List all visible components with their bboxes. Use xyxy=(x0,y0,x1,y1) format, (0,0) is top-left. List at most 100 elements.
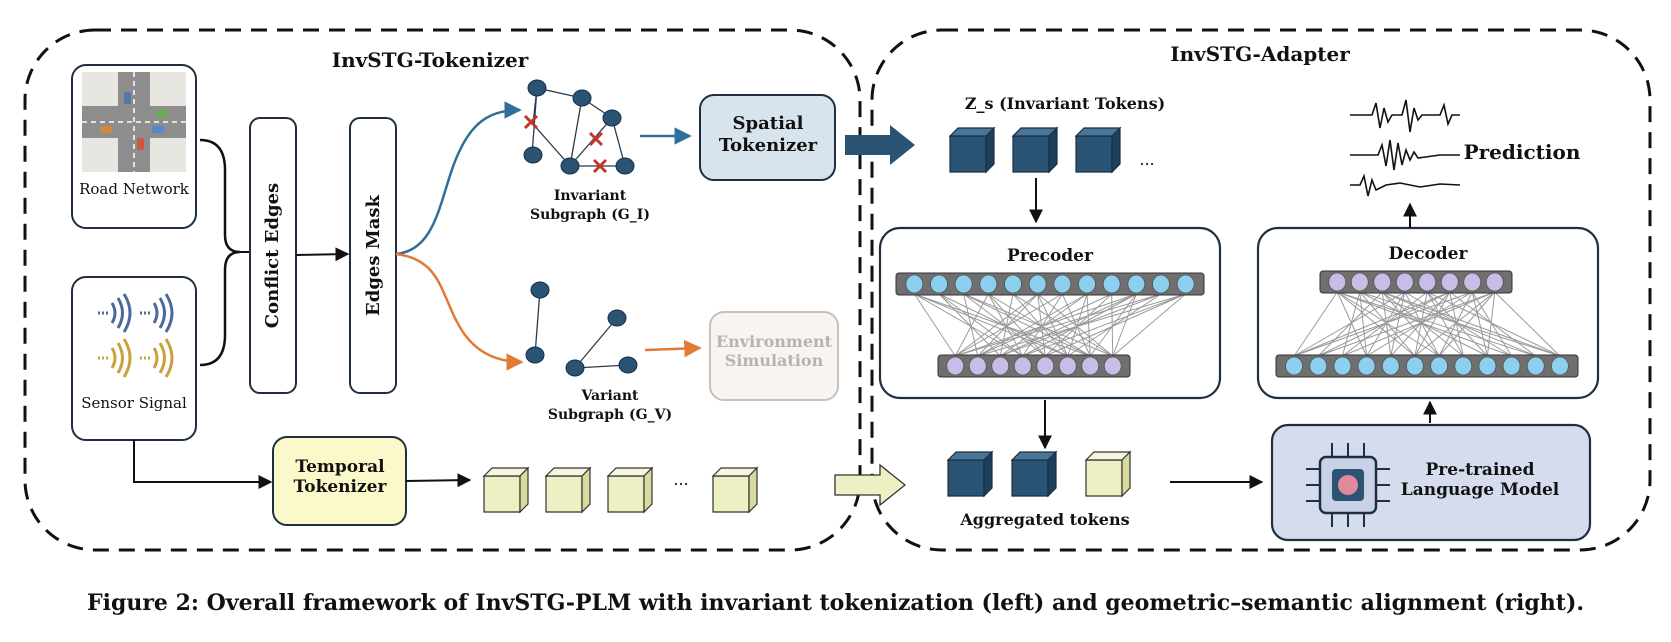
net-layer-bar xyxy=(937,354,1131,378)
net-connection xyxy=(1382,291,1561,357)
net-connection xyxy=(1293,291,1473,357)
net-connection xyxy=(1341,291,1361,357)
net-connection xyxy=(938,293,1024,357)
net-connection xyxy=(1366,291,1406,357)
arrow-temporal-to-cubes xyxy=(405,473,472,488)
road-network-label: Road Network xyxy=(79,180,189,198)
net-connection xyxy=(1044,293,1113,357)
sensor-signal-box xyxy=(71,276,197,441)
sensor-signal-icon xyxy=(98,293,174,378)
aggregated-token-cubes xyxy=(946,450,1132,498)
net-connection xyxy=(1061,293,1091,357)
net-neuron xyxy=(1551,356,1569,376)
net-connection xyxy=(1381,291,1392,357)
net-neuron xyxy=(1328,272,1347,292)
invariant-token-cubes xyxy=(948,126,1122,174)
net-connection xyxy=(963,293,1113,357)
branch-invariant xyxy=(395,101,522,256)
net-connection xyxy=(1381,291,1464,357)
net-connection xyxy=(913,293,956,357)
variant-subgraph-label: Variant xyxy=(581,388,639,404)
net-connection xyxy=(1359,291,1368,357)
net-connection xyxy=(1086,293,1091,357)
net-connection xyxy=(977,293,1186,357)
net-connection xyxy=(954,293,1038,357)
net-connection xyxy=(1426,291,1464,357)
net-connection xyxy=(1318,291,1495,357)
figure-caption: Figure 2: Overall framework of InvSTG-PL… xyxy=(86,590,1585,616)
variant-subgraph xyxy=(534,289,702,369)
spatial-tokenizer-box xyxy=(699,94,836,181)
net-neuron xyxy=(1081,356,1100,376)
net-connection xyxy=(1293,291,1450,357)
precoder-label: Precoder xyxy=(1007,246,1093,266)
net-connection xyxy=(1112,293,1137,357)
net-neuron xyxy=(1058,356,1077,376)
net-connection xyxy=(1336,291,1416,357)
environment-simulation-label: Environment Simulation xyxy=(715,332,833,371)
environment-simulation-box xyxy=(709,311,839,401)
net-connection xyxy=(977,293,1039,357)
net-connection xyxy=(1336,291,1368,357)
decoder-label: Decoder xyxy=(1388,244,1468,264)
tokenizer-title: InvSTG-Tokenizer xyxy=(331,48,529,72)
net-neuron xyxy=(1004,274,1022,294)
net-layer-bar xyxy=(1275,354,1579,378)
net-connection xyxy=(1414,291,1496,357)
net-layer-bar xyxy=(895,272,1205,296)
net-connection xyxy=(1471,291,1488,357)
net-connection xyxy=(1000,293,1137,357)
net-neuron xyxy=(1526,356,1545,376)
net-connection xyxy=(1293,291,1338,357)
spatial-block-arrow xyxy=(845,125,915,165)
temporal-block-arrow xyxy=(834,463,907,507)
plm-label: Pre-trained Language Model xyxy=(1400,460,1560,501)
net-neuron xyxy=(1013,356,1032,376)
net-connection xyxy=(1012,293,1114,357)
sensor-signal-label: Sensor Signal xyxy=(81,394,187,412)
net-connection xyxy=(1390,291,1406,357)
net-connection xyxy=(1449,291,1464,357)
net-connection xyxy=(999,293,1014,357)
input-brace xyxy=(199,138,241,367)
edges-mask-box xyxy=(349,117,397,394)
net-connection xyxy=(1111,293,1114,357)
net-connection xyxy=(1089,293,1137,357)
net-connection xyxy=(1342,291,1495,357)
net-layer-bar xyxy=(1319,270,1513,294)
invariant-subgraph xyxy=(531,87,692,167)
road-intersection-icon xyxy=(82,72,186,172)
branch-variant xyxy=(395,252,524,371)
removed-edge-marks xyxy=(523,114,608,174)
net-connection xyxy=(987,293,1046,357)
net-neuron xyxy=(991,356,1010,376)
net-connection xyxy=(1045,293,1186,357)
net-connection xyxy=(1494,291,1561,357)
precoder-network xyxy=(895,272,1205,378)
net-neuron xyxy=(1502,356,1521,376)
net-connection xyxy=(1404,291,1440,357)
net-neuron xyxy=(1309,356,1328,376)
net-neuron xyxy=(1350,272,1369,292)
net-neuron xyxy=(1333,356,1352,376)
net-connection xyxy=(1486,291,1496,357)
net-connection xyxy=(914,293,1023,357)
net-neuron xyxy=(954,274,973,294)
net-connection xyxy=(954,293,1063,357)
variant-nodes xyxy=(525,281,638,377)
net-connection xyxy=(1471,291,1513,357)
tokenizer-panel xyxy=(23,28,862,552)
temporal-ellipsis: ... xyxy=(673,470,689,489)
net-connection xyxy=(938,293,1068,357)
net-neuron xyxy=(1478,356,1497,376)
decoder-network xyxy=(1275,270,1579,378)
conflict-edges-box xyxy=(249,117,297,394)
net-neuron xyxy=(930,274,948,294)
net-connection xyxy=(988,293,1091,357)
net-neuron xyxy=(1036,356,1055,376)
net-connection xyxy=(1022,293,1063,357)
net-neuron xyxy=(979,274,998,294)
net-connection xyxy=(1337,291,1536,357)
net-connection xyxy=(1037,293,1046,357)
